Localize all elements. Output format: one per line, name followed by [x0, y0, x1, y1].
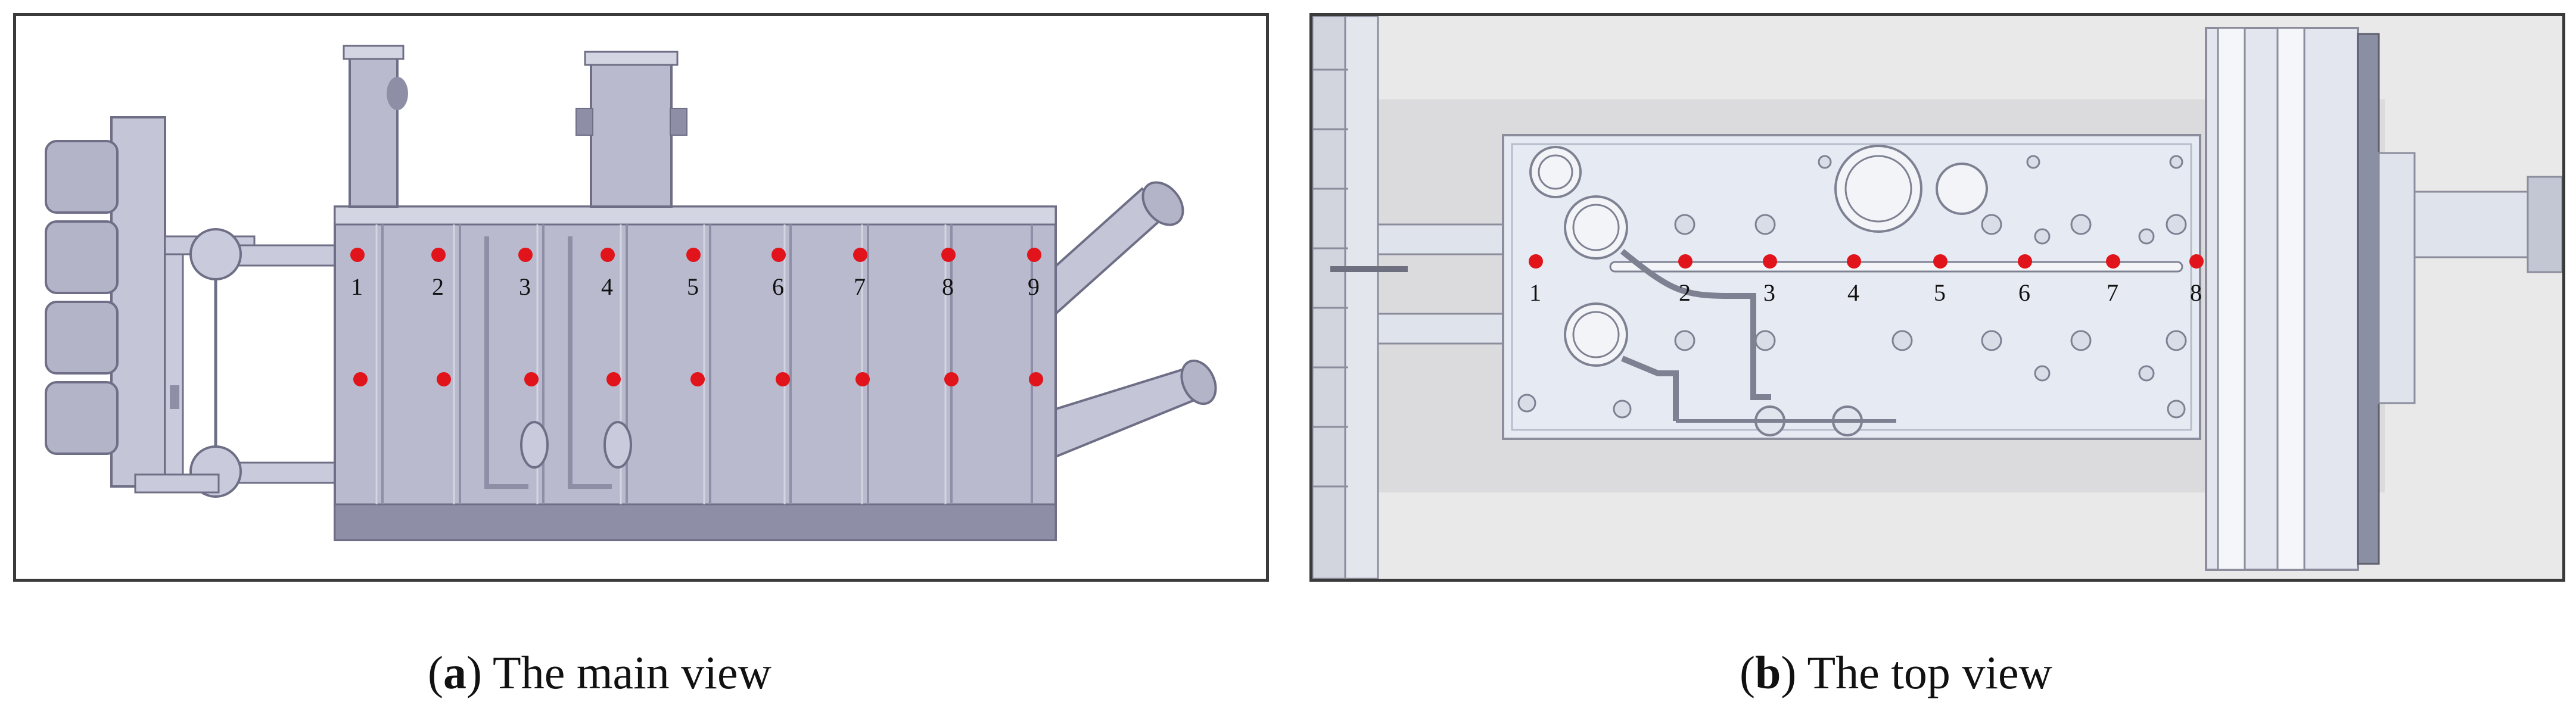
caption-text: The top view — [1796, 647, 2053, 698]
bushings — [1054, 181, 1217, 458]
point-label: 2 — [432, 273, 444, 300]
radiator-bank — [45, 116, 166, 488]
marker-b-1 — [1529, 254, 1543, 269]
marker-a-9-upper — [1027, 248, 1041, 262]
marker-a-1-upper — [350, 248, 365, 262]
marker-b-3 — [1763, 254, 1777, 269]
point-label: 7 — [2107, 279, 2118, 306]
point-label: 5 — [1934, 279, 1946, 306]
point-label: 1 — [351, 273, 363, 300]
measurement-markers-top — [1529, 254, 2204, 269]
marker-a-5-upper — [686, 248, 701, 262]
marker-a-1-lower — [353, 372, 368, 386]
caption-open-paren: ( — [1740, 647, 1755, 698]
marker-b-6 — [2018, 254, 2032, 269]
marker-a-8-upper — [941, 248, 956, 262]
point-label: 2 — [1679, 279, 1691, 306]
point-label: 8 — [2190, 279, 2202, 306]
caption-main-view: (a) The main view — [428, 646, 771, 700]
point-label: 1 — [1529, 279, 1541, 306]
marker-b-8 — [2189, 254, 2204, 269]
point-label: 6 — [2018, 279, 2030, 306]
caption-top-view: (b) The top view — [1740, 646, 2052, 700]
marker-b-7 — [2106, 254, 2120, 269]
point-label: 7 — [854, 273, 866, 300]
marker-a-5-lower — [690, 372, 705, 386]
marker-a-2-upper — [431, 248, 446, 262]
caption-letter: b — [1754, 647, 1781, 698]
top-view-panel: 1 2 3 4 5 6 7 8 — [1309, 13, 2565, 582]
top-turrets — [343, 45, 687, 208]
point-label: 6 — [772, 273, 784, 300]
caption-close-paren: ) — [1781, 647, 1797, 698]
marker-a-9-lower — [1029, 372, 1043, 386]
main-view-drawing: 1 2 3 4 5 6 7 8 9 — [45, 45, 1217, 541]
marker-a-3-lower — [524, 372, 539, 386]
caption-text: The main view — [481, 647, 771, 698]
measurement-markers — [350, 248, 1043, 386]
caption-letter: a — [443, 647, 466, 698]
point-label: 9 — [1028, 273, 1040, 300]
marker-b-5 — [1933, 254, 1947, 269]
marker-a-2-lower — [437, 372, 451, 386]
marker-a-6-lower — [776, 372, 790, 386]
point-label: 3 — [519, 273, 531, 300]
marker-a-7-lower — [855, 372, 870, 386]
marker-a-3-upper — [518, 248, 533, 262]
point-labels-top: 1 2 3 4 5 6 7 8 — [1529, 279, 2202, 306]
caption-open-paren: ( — [428, 647, 443, 698]
marker-a-7-upper — [853, 248, 867, 262]
marker-a-8-lower — [944, 372, 959, 386]
marker-b-4 — [1847, 254, 1861, 269]
marker-b-2 — [1678, 254, 1693, 269]
marker-a-4-upper — [601, 248, 615, 262]
point-label: 4 — [601, 273, 613, 300]
top-view-drawing: 1 2 3 4 5 6 7 8 — [1312, 16, 2562, 579]
point-label: 3 — [1763, 279, 1775, 306]
radiator-strip — [1312, 16, 1379, 579]
marker-a-6-upper — [771, 248, 786, 262]
tank-fittings — [484, 236, 632, 489]
transformer-tank — [334, 205, 1057, 541]
marker-a-4-lower — [606, 372, 621, 386]
tank-top — [1502, 134, 2201, 440]
point-labels-main: 1 2 3 4 5 6 7 8 9 — [351, 273, 1040, 300]
point-label: 8 — [942, 273, 954, 300]
main-view-panel: 1 2 3 4 5 6 7 8 9 — [13, 13, 1269, 582]
radiator-block-right — [2205, 27, 2562, 571]
caption-close-paren: ) — [466, 647, 482, 698]
point-label: 5 — [687, 273, 699, 300]
connecting-pipes — [134, 228, 339, 498]
point-label: 4 — [1847, 279, 1859, 306]
